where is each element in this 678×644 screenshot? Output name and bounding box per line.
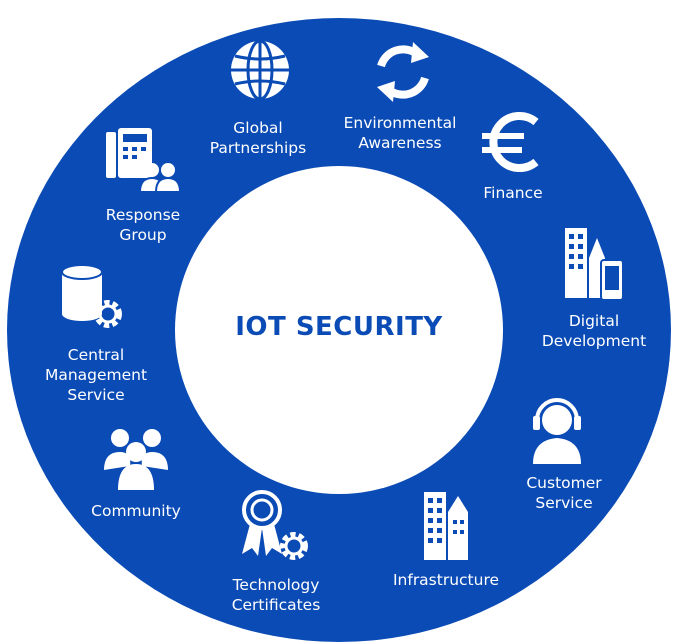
segment-label-infrastructure: Infrastructure (392, 571, 500, 589)
skyscraper-icon (424, 492, 468, 560)
recycle-arrows-icon (377, 42, 429, 102)
desk-phone-users-icon (106, 128, 182, 193)
segment-label-community: Community (91, 502, 181, 520)
segment-label-finance: Finance (483, 184, 543, 202)
people-group-icon (104, 429, 168, 490)
headset-agent-icon (533, 398, 581, 464)
buildings-phone-icon (565, 228, 624, 301)
award-gear-icon (242, 490, 308, 560)
euro-icon (482, 112, 539, 172)
database-gear-icon (61, 264, 122, 328)
globe-icon (231, 39, 289, 101)
inner-circle (175, 166, 503, 494)
center-title: IOT SECURITY (235, 312, 443, 342)
